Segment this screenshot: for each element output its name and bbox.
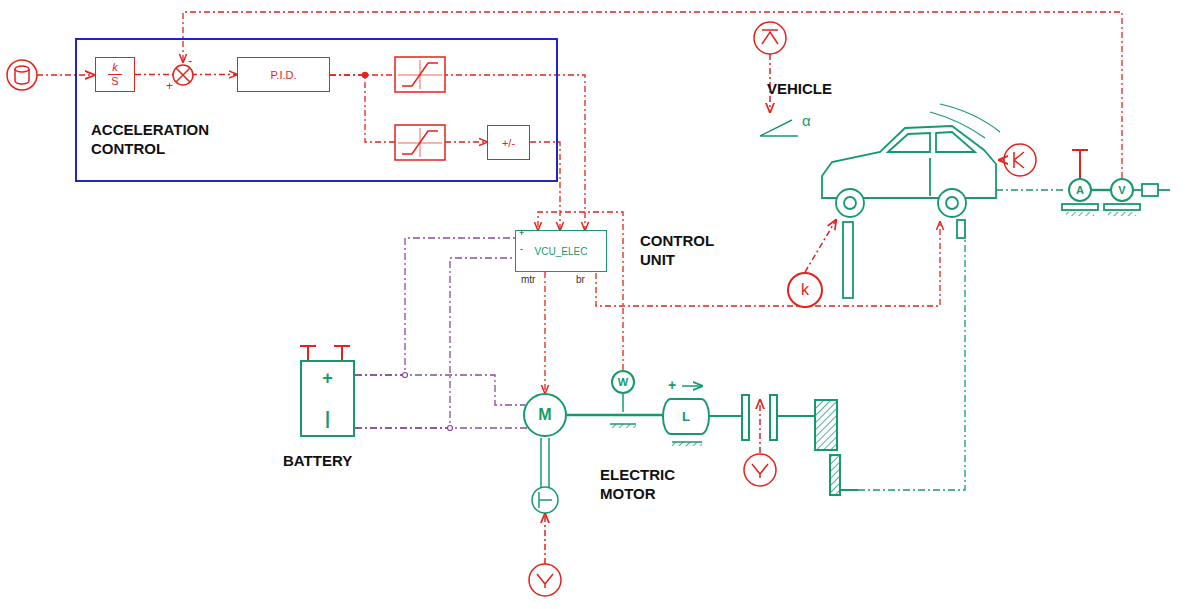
speed-feedback-wire (183, 12, 1122, 306)
sign-mark: + (166, 79, 173, 93)
block-label: V (1118, 184, 1125, 196)
sign-block: +/- (487, 125, 530, 160)
accel-sensor: A (1068, 178, 1092, 202)
integrator-block: kS (95, 57, 135, 92)
saturation-blocks (363, 57, 446, 160)
block-label: | (325, 408, 330, 429)
signal-source (7, 60, 94, 90)
constant-source: k (787, 272, 823, 308)
pid-block: P.I.D. (237, 57, 330, 92)
shaft-line (567, 414, 662, 416)
block-label: A (1076, 184, 1084, 196)
speed-sensor-mount (610, 394, 636, 428)
power-wire (355, 258, 515, 428)
vehicle-body (760, 104, 1170, 298)
block-label: W (618, 376, 628, 388)
torque-input (529, 514, 561, 596)
vehicle-inputs (754, 22, 1036, 272)
block-label: S (108, 74, 121, 88)
block-label: + (322, 368, 333, 389)
power-wire (355, 375, 525, 405)
summing-junction (173, 65, 193, 85)
wire-junctions (403, 373, 453, 431)
block-label: M (538, 406, 551, 424)
control-group: ACCELERATION CONTROL kS P.I.D. +/- (75, 38, 558, 182)
part-name: ELECTRIC MOTOR (600, 465, 680, 503)
block-label: P.I.D. (270, 69, 296, 81)
clutch-and-gear (710, 232, 965, 495)
angle-symbol: α (802, 112, 811, 129)
motor-ground (532, 438, 558, 513)
part-name: VEHICLE (767, 80, 832, 97)
control-unit-box: VCU_ELEC (515, 230, 607, 272)
part-name: CONTROL UNIT (640, 231, 745, 269)
pin-name: + (519, 228, 524, 238)
signal-line (544, 272, 545, 393)
motor-symbol: M (523, 393, 567, 437)
block-label: VCU_ELEC (535, 246, 588, 257)
sign-mark: - (188, 53, 192, 68)
battery-symbol: +| (300, 360, 355, 437)
block-label: +/- (502, 137, 515, 149)
group-heading: ACCELERATION CONTROL (91, 120, 221, 158)
block-label: L (682, 409, 690, 424)
shaft-line (1092, 189, 1110, 191)
part-name: BATTERY (283, 452, 352, 469)
signal-line (530, 142, 560, 230)
brake-input (744, 400, 776, 486)
block-label: k (109, 61, 121, 74)
pin-name: mtr (521, 274, 535, 285)
pin-name: br (576, 274, 585, 285)
velocity-sensor: V (1110, 178, 1134, 202)
signal-line (330, 75, 585, 230)
speed-sensor: W (611, 370, 635, 394)
direction-mark: + (668, 377, 676, 393)
pin-name: - (520, 244, 523, 254)
block-label: k (801, 281, 809, 299)
inertia-symbol: L (662, 398, 710, 435)
